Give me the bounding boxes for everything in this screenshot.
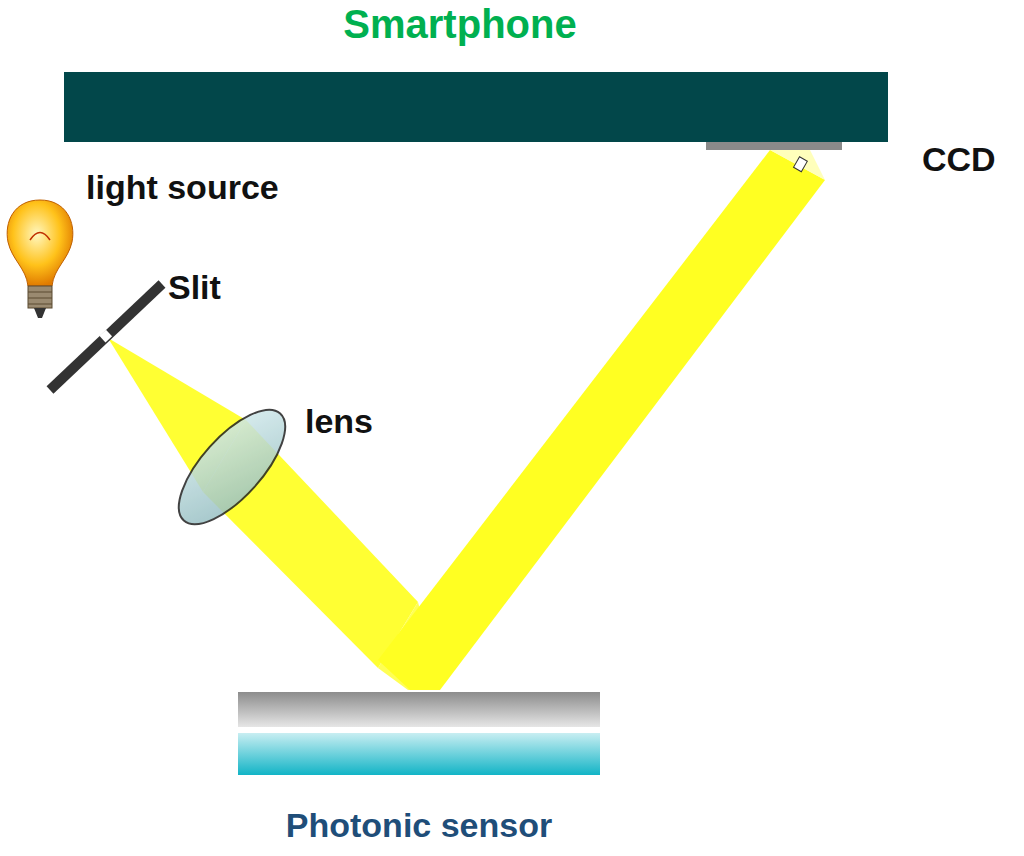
smartphone-node: Smartphone <box>64 0 888 142</box>
slit-opening <box>99 330 112 343</box>
smartphone-heading: Smartphone <box>343 2 576 47</box>
smartphone-bar <box>64 72 888 142</box>
slit-plate <box>50 284 162 390</box>
sensor-layer-top <box>238 692 600 727</box>
pixel-marker <box>794 157 808 172</box>
photonic-sensor-node: Photonic sensor <box>238 692 600 852</box>
sensor-layer-bottom <box>238 733 600 775</box>
light-source-label: light source <box>86 168 279 207</box>
sensor-label: Photonic sensor <box>286 806 552 845</box>
light-bulb <box>7 200 73 318</box>
lens-label: lens <box>305 402 373 441</box>
lens-shape <box>162 393 303 540</box>
reflected-beam <box>378 150 825 690</box>
slit-label: Slit <box>168 268 221 307</box>
ccd-label: CCD <box>922 140 996 179</box>
beam-fade <box>770 150 825 180</box>
